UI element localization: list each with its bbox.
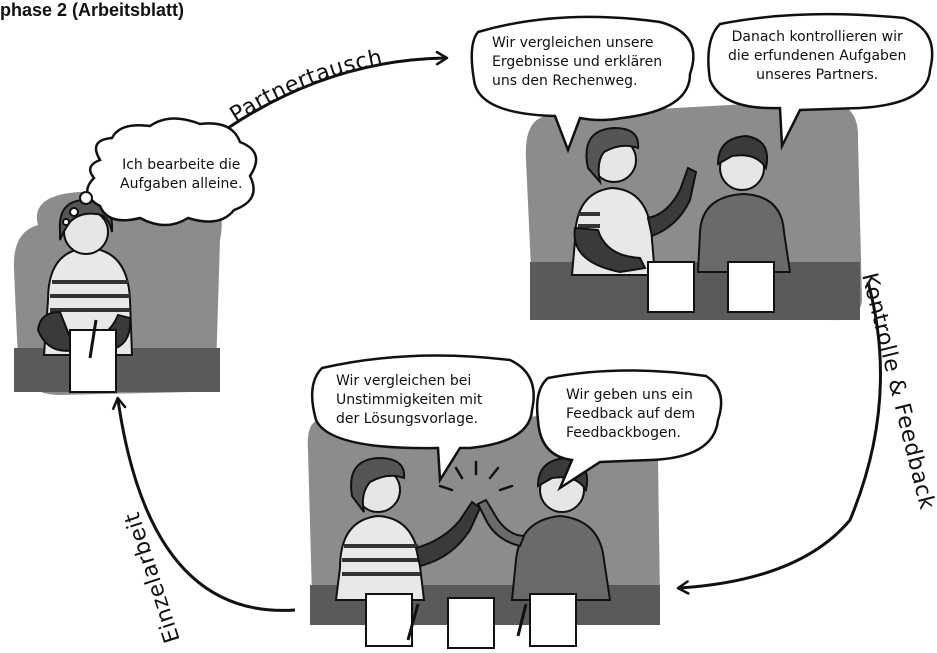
student-figure — [36, 198, 134, 356]
girl-figure — [570, 126, 698, 276]
scene-feedback — [307, 354, 723, 649]
label-kontrolle-feedback: Kontrolle & Feedback — [856, 270, 937, 512]
worksheet — [447, 597, 495, 649]
speech-bubble-right — [535, 369, 723, 492]
thought-dot — [69, 207, 79, 217]
worksheet — [529, 593, 577, 647]
thought-text-individual: Ich bearbeite die Aufgaben alleine. — [120, 157, 243, 192]
worksheet — [647, 261, 695, 313]
worksheet — [69, 329, 117, 393]
label-partnertausch: Partnertausch — [226, 45, 385, 128]
thought-bubble — [86, 117, 258, 227]
pencil — [88, 319, 98, 359]
scene-partner-compare — [470, 12, 934, 321]
arrow-partnertausch — [227, 50, 449, 130]
thought-dot — [62, 218, 70, 226]
speech-bubble-right — [707, 12, 934, 151]
pencil — [406, 603, 420, 641]
girl-figure — [334, 456, 482, 601]
label-einzelarbeit: Einzelarbeit — [120, 509, 186, 646]
worksheet — [727, 261, 775, 313]
page-title: phase 2 (Arbeitsblatt) — [0, 0, 185, 20]
boy-figure — [476, 456, 612, 601]
speech-text-partner-right: Danach kontrollieren wir die erfundenen … — [728, 29, 907, 83]
scene-individual-work — [13, 117, 258, 395]
thought-dot — [79, 191, 93, 205]
pencil — [516, 603, 528, 637]
clap-lines — [438, 460, 514, 492]
speech-text-feedback-right: Wir geben uns ein Feedback auf dem Feedb… — [566, 387, 696, 441]
speech-bubble-left — [310, 354, 535, 484]
worksheet — [365, 593, 413, 647]
speech-text-partner-left: Wir vergleichen unsere Ergebnisse und er… — [492, 35, 663, 89]
speech-text-feedback-left: Wir vergleichen bei Unstimmigkeiten mit … — [336, 373, 483, 427]
speech-bubble-left — [470, 15, 695, 154]
arrow-kontrolle-feedback — [676, 281, 882, 595]
boy-figure — [696, 134, 792, 273]
arrow-einzelarbeit — [111, 396, 296, 612]
